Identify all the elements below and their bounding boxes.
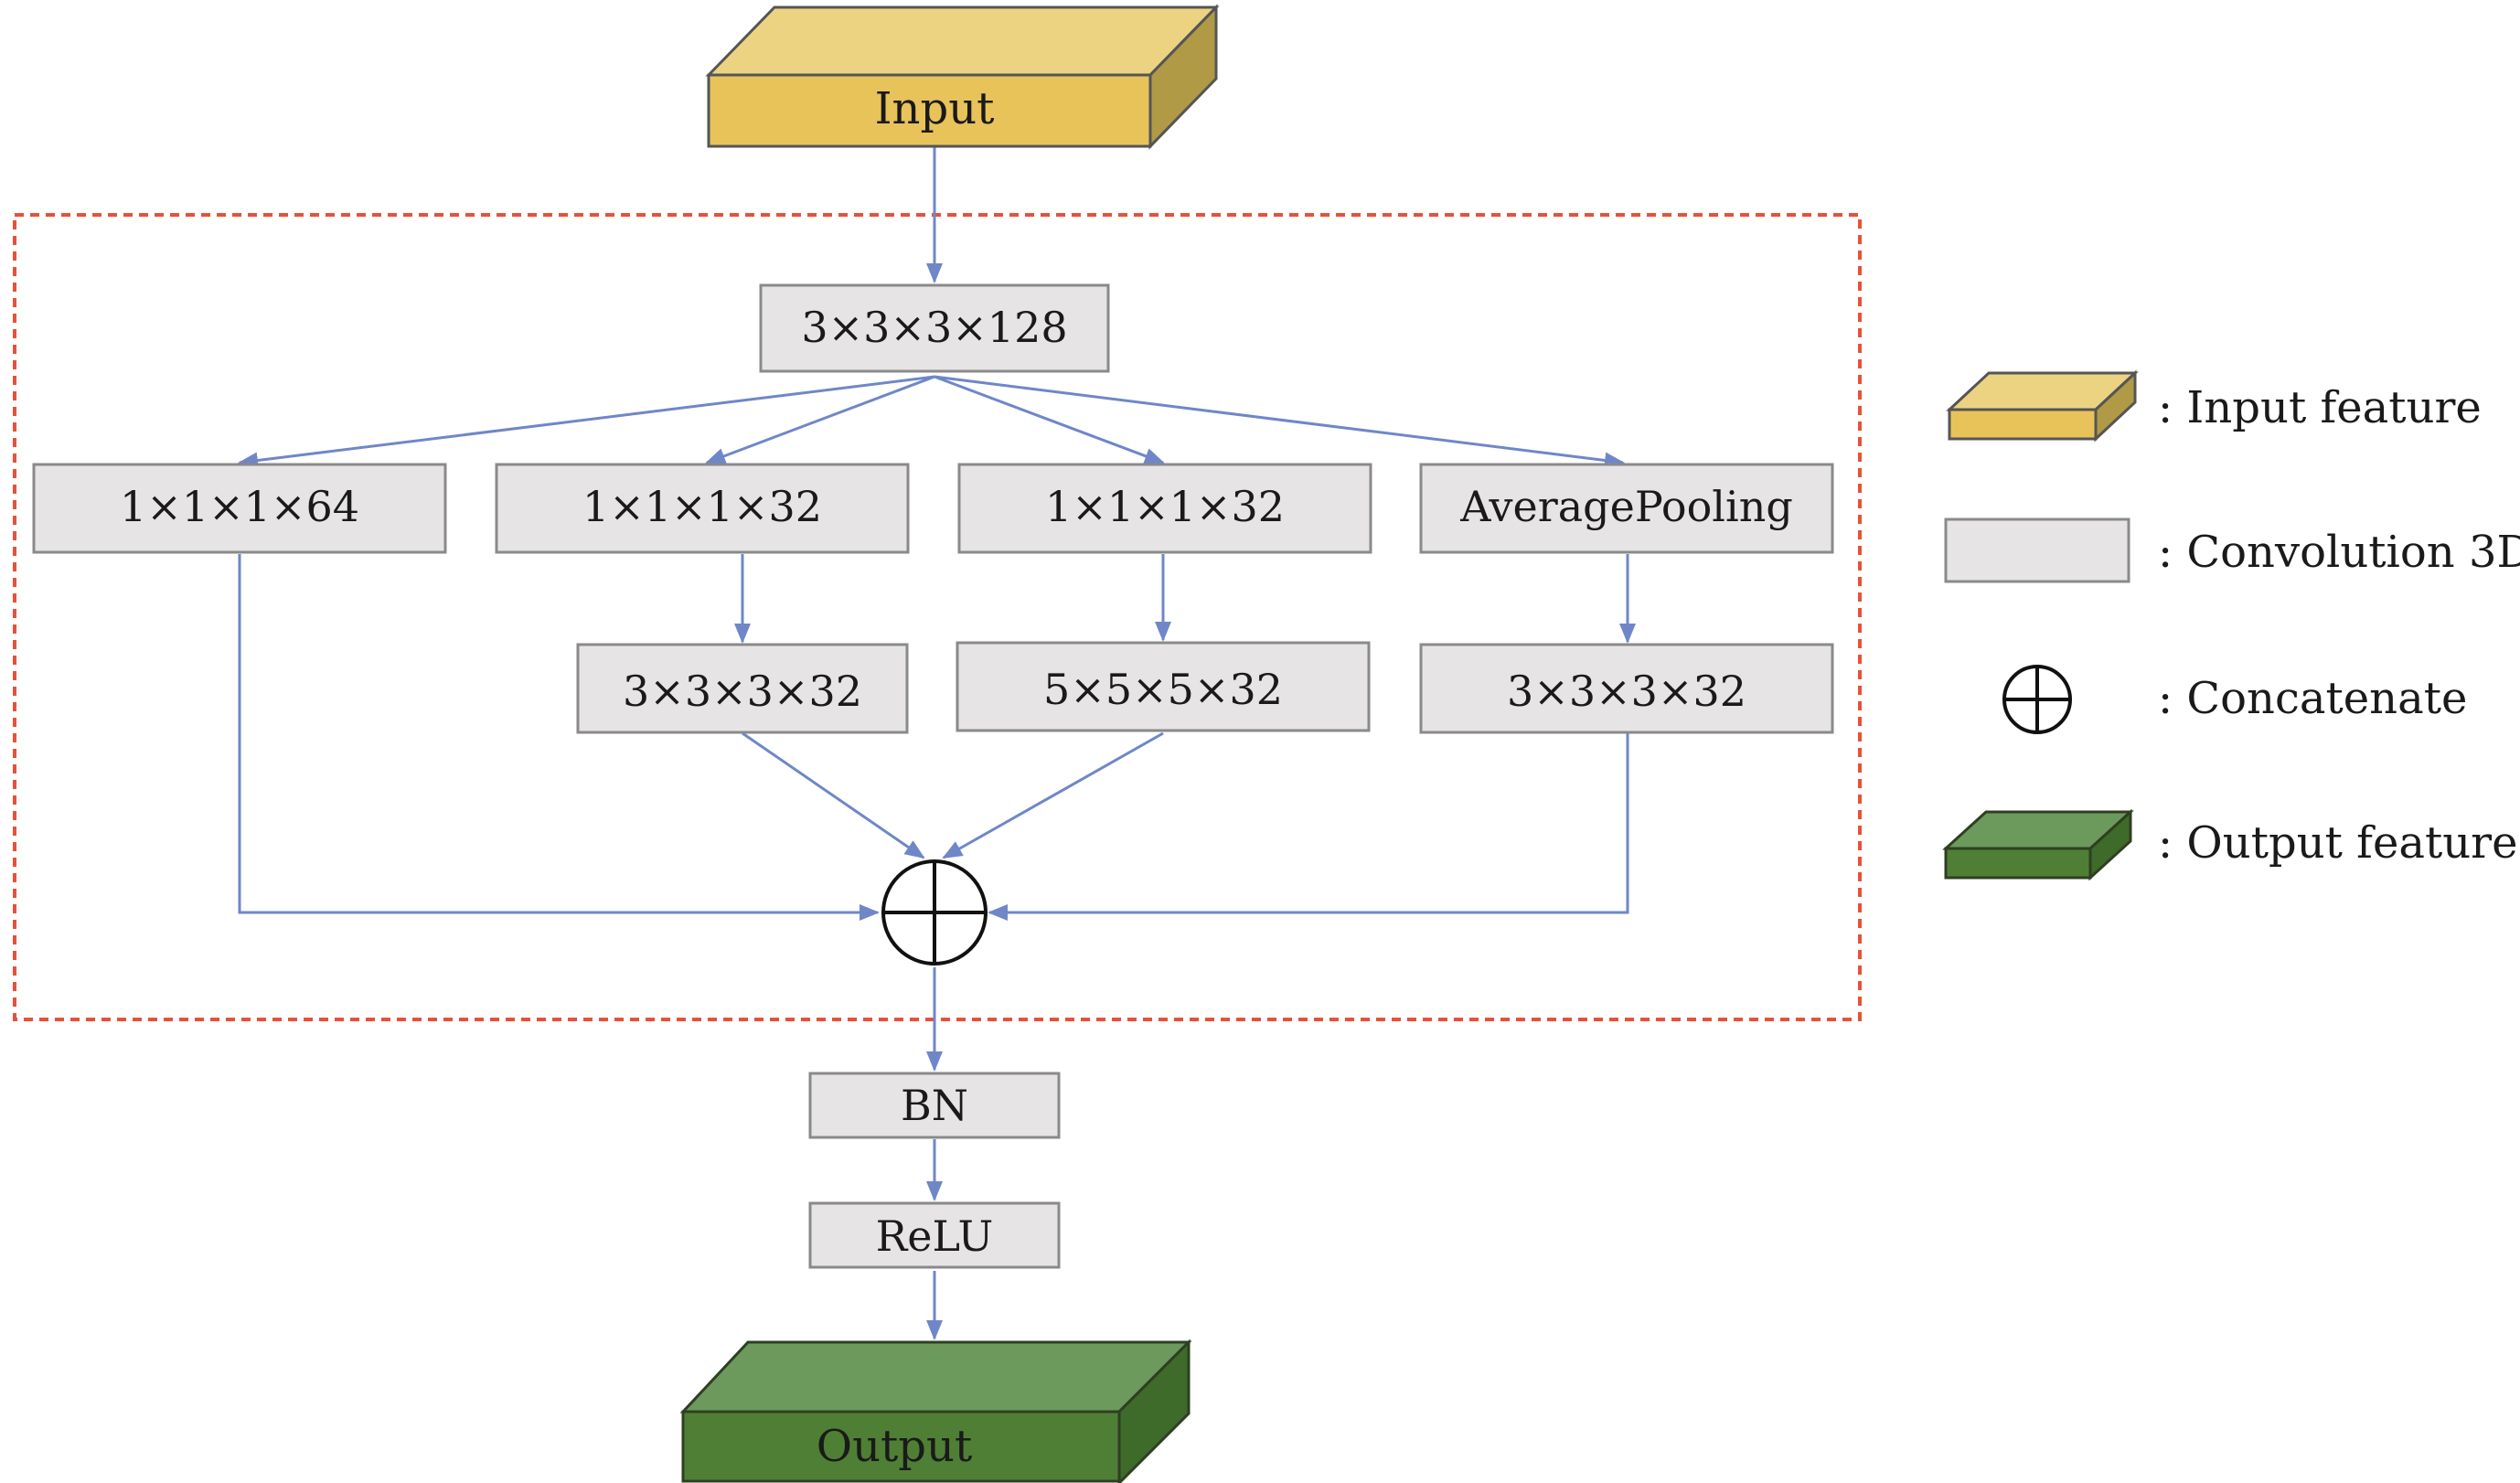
legend-convolution-label: : Convolution 3D — [2158, 527, 2520, 578]
concatenate-icon — [881, 859, 988, 966]
arrow-branch2-to-concat — [742, 731, 925, 859]
branch4-first-label: AveragePooling — [1459, 482, 1793, 531]
legend-output-icon — [1942, 808, 2134, 881]
branch4-pool-box: AveragePooling — [1419, 463, 1834, 554]
branch1-first-label: 1×1×1×64 — [120, 482, 359, 531]
top-conv-box: 3×3×3×128 — [759, 283, 1110, 373]
legend-concatenate-label: : Concatenate — [2158, 673, 2467, 724]
input-label: Input — [875, 83, 995, 134]
bn-label: BN — [901, 1081, 968, 1130]
legend: : Input feature : Convolution 3D : Conca… — [1942, 369, 2520, 881]
branch1-conv-box: 1×1×1×64 — [32, 463, 447, 554]
branch4-second-conv-box: 3×3×3×32 — [1419, 643, 1834, 734]
arrow-branch3-to-concat — [942, 731, 1164, 859]
connectors — [238, 146, 1636, 1340]
branch3-first-label: 1×1×1×32 — [1045, 482, 1285, 531]
branch2-first-label: 1×1×1×32 — [582, 482, 822, 531]
branch3-second-conv-box: 5×5×5×32 — [956, 641, 1371, 732]
output-block: Output — [679, 1339, 1192, 1483]
bn-box: BN — [808, 1072, 1061, 1139]
branch2-second-conv-box: 3×3×3×32 — [576, 643, 909, 734]
arrow-top-to-branch1 — [238, 375, 935, 469]
arrow-top-to-branch2 — [705, 375, 935, 464]
module-boundary — [13, 213, 1862, 1021]
relu-label: ReLU — [876, 1211, 994, 1261]
arrow-branch4-to-concat — [988, 733, 1629, 921]
legend-input-icon — [1946, 369, 2139, 443]
arrow-top-to-branch4 — [934, 375, 1625, 469]
output-label: Output — [817, 1421, 972, 1472]
legend-concatenate-icon — [2002, 665, 2072, 734]
branch3-second-label: 5×5×5×32 — [1043, 665, 1283, 714]
branch2-second-label: 3×3×3×32 — [623, 667, 862, 716]
arrow-top-to-branch3 — [934, 375, 1165, 464]
legend-input-label: : Input feature — [2158, 382, 2482, 433]
branch3-conv-box: 1×1×1×32 — [957, 463, 1372, 554]
branch4-second-label: 3×3×3×32 — [1507, 667, 1746, 716]
top-conv-label: 3×3×3×128 — [801, 303, 1067, 352]
branch2-conv-box: 1×1×1×32 — [495, 463, 910, 554]
legend-output-label: : Output feature — [2158, 817, 2518, 869]
legend-convolution-icon — [1944, 517, 2130, 583]
arrow-branch1-to-concat — [238, 554, 880, 921]
relu-box: ReLU — [808, 1201, 1061, 1269]
input-block: Input — [705, 4, 1220, 150]
